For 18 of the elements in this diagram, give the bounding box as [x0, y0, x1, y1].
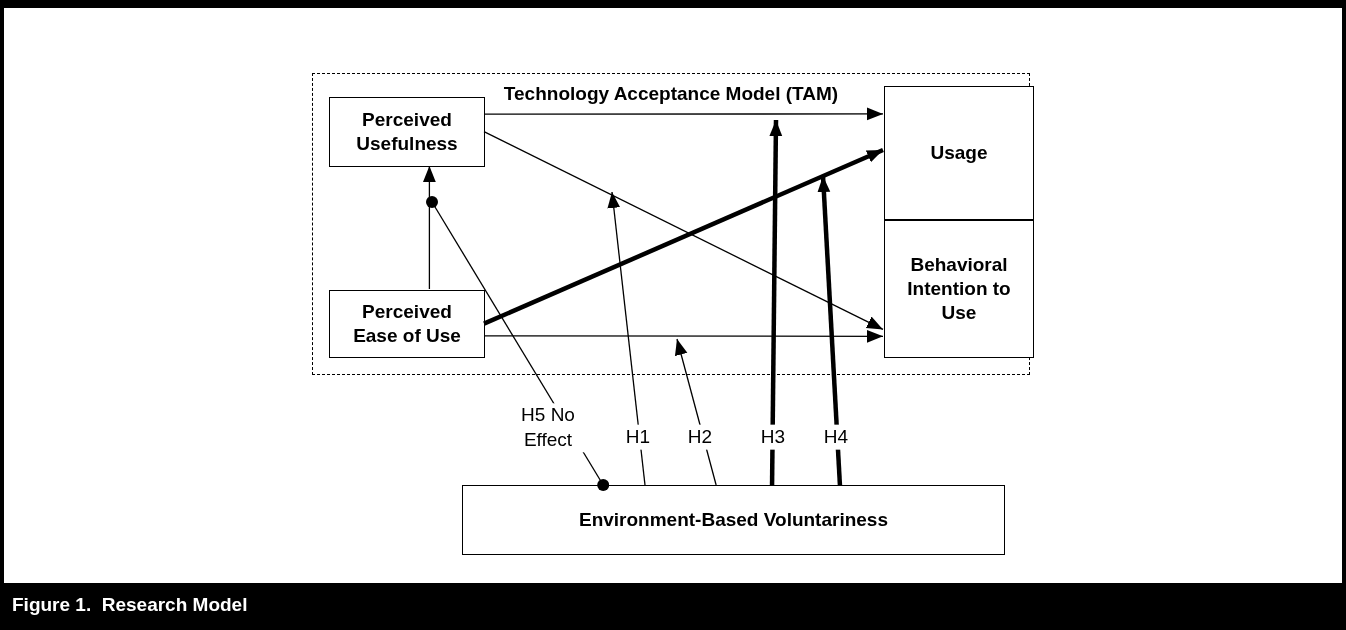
construct-box: [884, 220, 1034, 358]
moderator-arrow: [769, 119, 783, 486]
construct-box: [329, 290, 485, 358]
construct-label: Behavioral Intention to Use: [906, 253, 1012, 325]
construct-box: [329, 97, 485, 167]
moderator-arrow: [817, 175, 843, 486]
construct-label: Perceived Ease of Use: [352, 300, 462, 348]
moderator-box: [462, 485, 1005, 555]
construct-box: [884, 86, 1034, 220]
arrow: [423, 165, 436, 290]
arrow: [483, 107, 884, 121]
construct-label: Usage: [930, 141, 988, 165]
figure-caption: Figure 1. Research Model: [12, 594, 248, 616]
arrow: [483, 329, 884, 343]
moderator-arrow: [607, 191, 646, 486]
group-title: Technology Acceptance Model (TAM): [503, 82, 839, 106]
construct-label: Perceived Usefulness: [355, 108, 459, 156]
construct-label: Environment-Based Voluntariness: [579, 508, 888, 532]
